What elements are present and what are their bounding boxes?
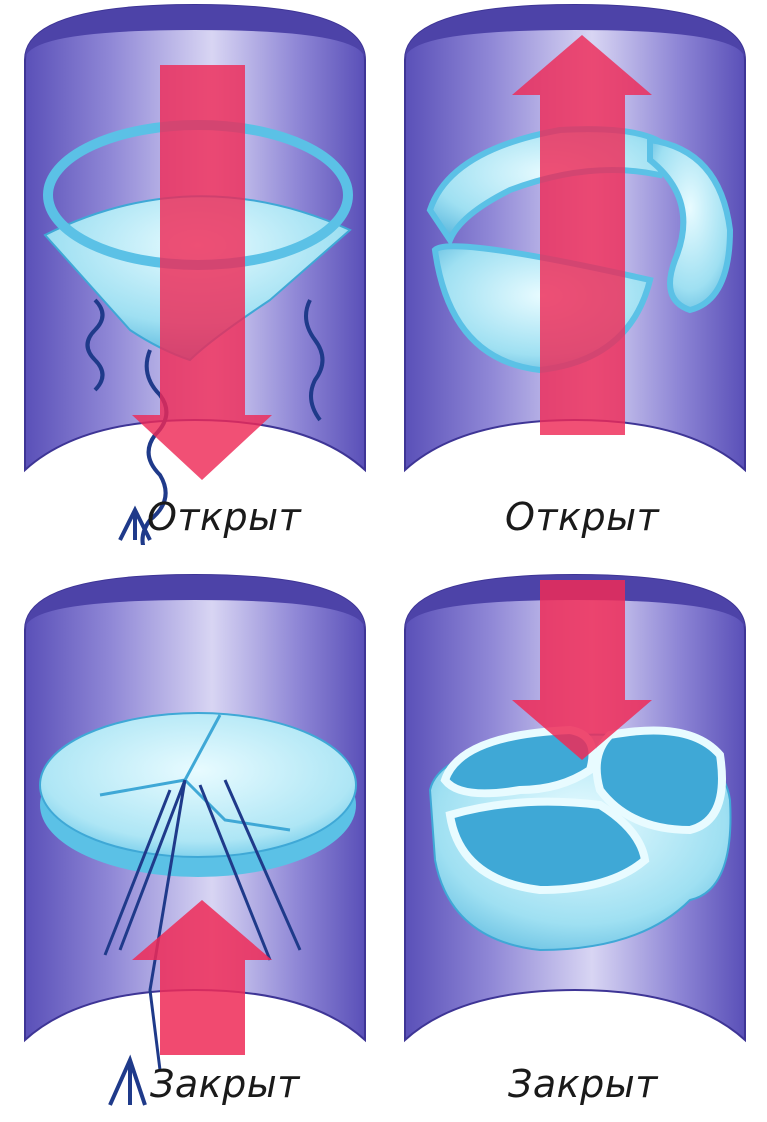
caption-open: Открыт [147, 495, 301, 539]
panel-semilunar-valve-open: Открыт [390, 0, 760, 545]
av-open-illustration [10, 0, 380, 545]
av-closed-illustration [10, 570, 380, 1115]
semilunar-open-illustration [390, 0, 760, 545]
caption-closed: Закрыт [508, 1062, 658, 1106]
semilunar-closed-illustration [390, 570, 760, 1115]
panel-semilunar-valve-closed: Закрыт [390, 570, 760, 1115]
panel-av-valve-open: Открыт [10, 0, 380, 545]
caption-open: Открыт [505, 495, 659, 539]
panel-av-valve-closed: Закрыт [10, 570, 380, 1115]
caption-closed: Закрыт [150, 1062, 300, 1106]
papillary-tuft [110, 1060, 145, 1105]
closed-disc-top [40, 713, 356, 857]
